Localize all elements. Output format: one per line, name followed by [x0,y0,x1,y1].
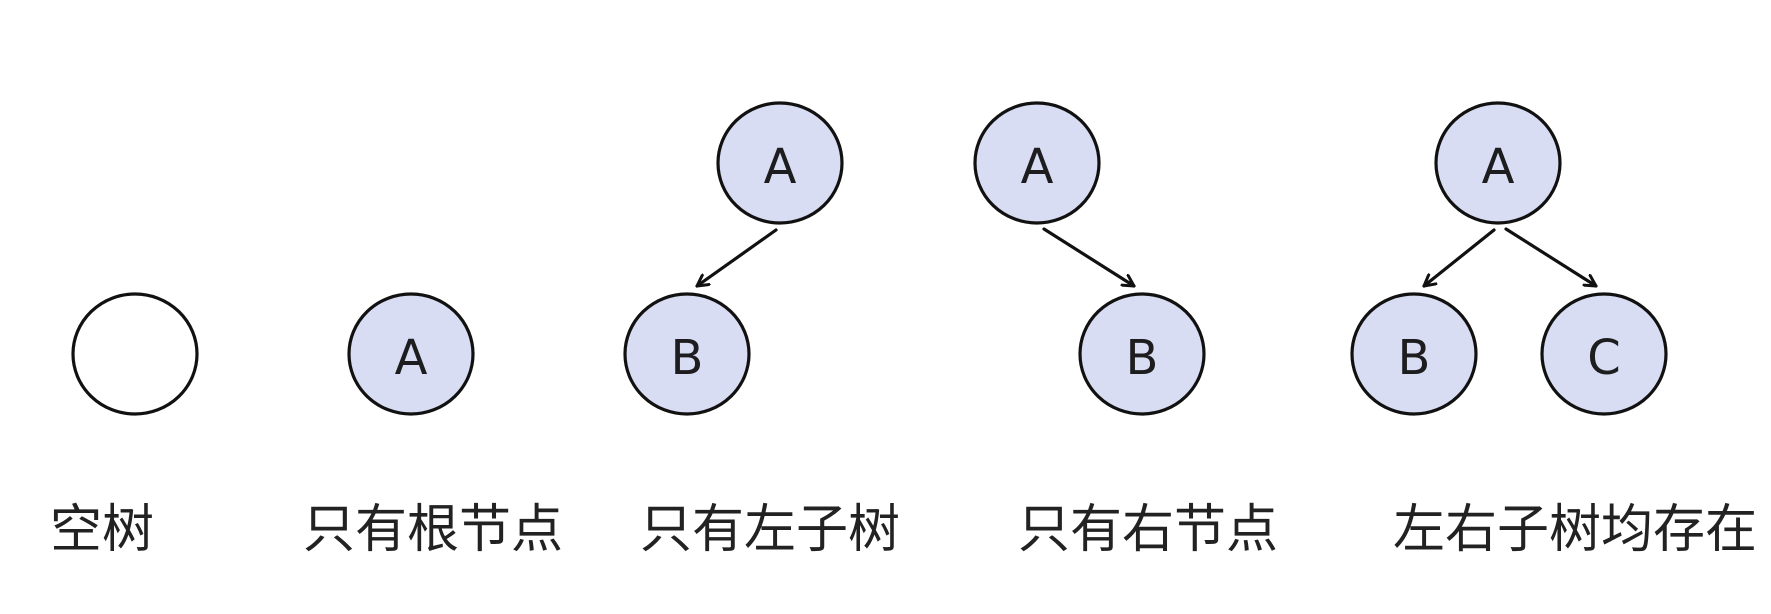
node-a [347,292,475,416]
node-b [1078,292,1206,416]
tree-root-only-caption: 只有根节点 [303,500,563,560]
node-a-label: A [395,330,428,386]
node-b-label: B [1126,330,1159,386]
edge-a-to-b [1422,228,1496,288]
tree-both-subtrees: A B C 左右子树均存在 [1350,101,1757,560]
edge-a-to-b [1042,227,1136,288]
node-a [1434,101,1562,225]
node-b-label: B [1398,330,1431,386]
tree-both-subtrees-caption: 左右子树均存在 [1393,500,1757,560]
tree-left-only-caption: 只有左子树 [640,500,900,560]
tree-root-only: A 只有根节点 [303,292,563,560]
tree-empty-caption: 空树 [50,500,154,560]
node-b-label: B [671,330,704,386]
node-b [1350,292,1478,416]
tree-left-only: A B 只有左子树 [623,101,900,560]
node-a-label: A [1482,139,1515,195]
node-a [716,101,844,225]
tree-right-only-caption: 只有右节点 [1018,500,1278,560]
empty-node [71,292,199,416]
node-c-label: C [1587,330,1621,386]
tree-right-only: A B 只有右节点 [973,101,1278,560]
node-a-label: A [764,139,797,195]
edge-a-to-c [1504,227,1598,288]
edge-a-to-b [695,228,778,288]
node-a [973,101,1101,225]
tree-empty: 空树 [50,292,199,560]
node-c [1540,292,1668,416]
node-a-label: A [1021,139,1054,195]
node-b [623,292,751,416]
